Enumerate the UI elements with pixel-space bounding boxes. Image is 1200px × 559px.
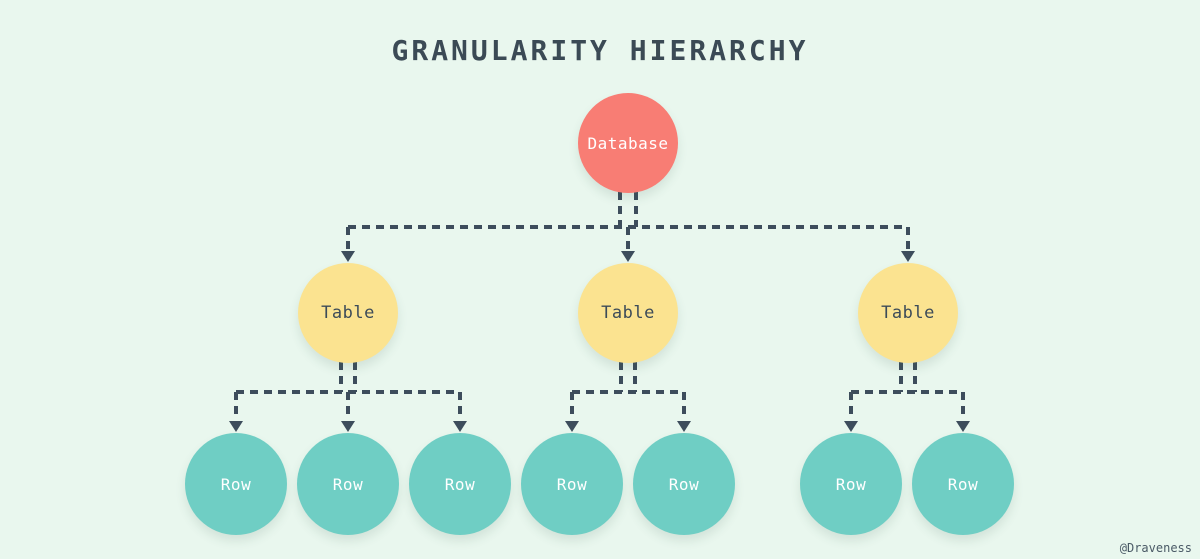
table3-to-rows-connectors [844,362,970,432]
arrow-down-icon [844,421,858,432]
arrow-down-icon [621,251,635,262]
node-row-label: Row [947,474,979,494]
node-row-label: Row [444,474,476,494]
node-row-label: Row [220,474,252,494]
node-row-6: Row [800,433,902,535]
node-row-label: Row [835,474,867,494]
node-table-label: Table [881,303,935,323]
arrow-down-icon [229,421,243,432]
node-table-1: Table [298,263,398,363]
node-database-label: Database [587,133,669,153]
node-table-label: Table [601,303,655,323]
arrow-down-icon [341,251,355,262]
table1-to-rows-connectors [229,362,467,432]
arrow-down-icon [901,251,915,262]
arrow-down-icon [956,421,970,432]
node-database: Database [578,93,678,193]
node-row-5: Row [633,433,735,535]
node-table-label: Table [321,303,375,323]
node-row-label: Row [668,474,700,494]
watermark-credit: @Draveness [1119,541,1192,555]
arrow-down-icon [565,421,579,432]
node-row-4: Row [521,433,623,535]
node-row-7: Row [912,433,1014,535]
node-row-label: Row [556,474,588,494]
table2-to-rows-connectors [565,362,691,432]
node-table-2: Table [578,263,678,363]
node-table-3: Table [858,263,958,363]
arrow-down-icon [453,421,467,432]
node-row-label: Row [332,474,364,494]
node-row-3: Row [409,433,511,535]
database-to-tables-connectors [341,192,915,262]
node-row-2: Row [297,433,399,535]
arrow-down-icon [341,421,355,432]
node-row-1: Row [185,433,287,535]
diagram-title: GRANULARITY HIERARCHY [391,34,809,67]
arrow-down-icon [677,421,691,432]
